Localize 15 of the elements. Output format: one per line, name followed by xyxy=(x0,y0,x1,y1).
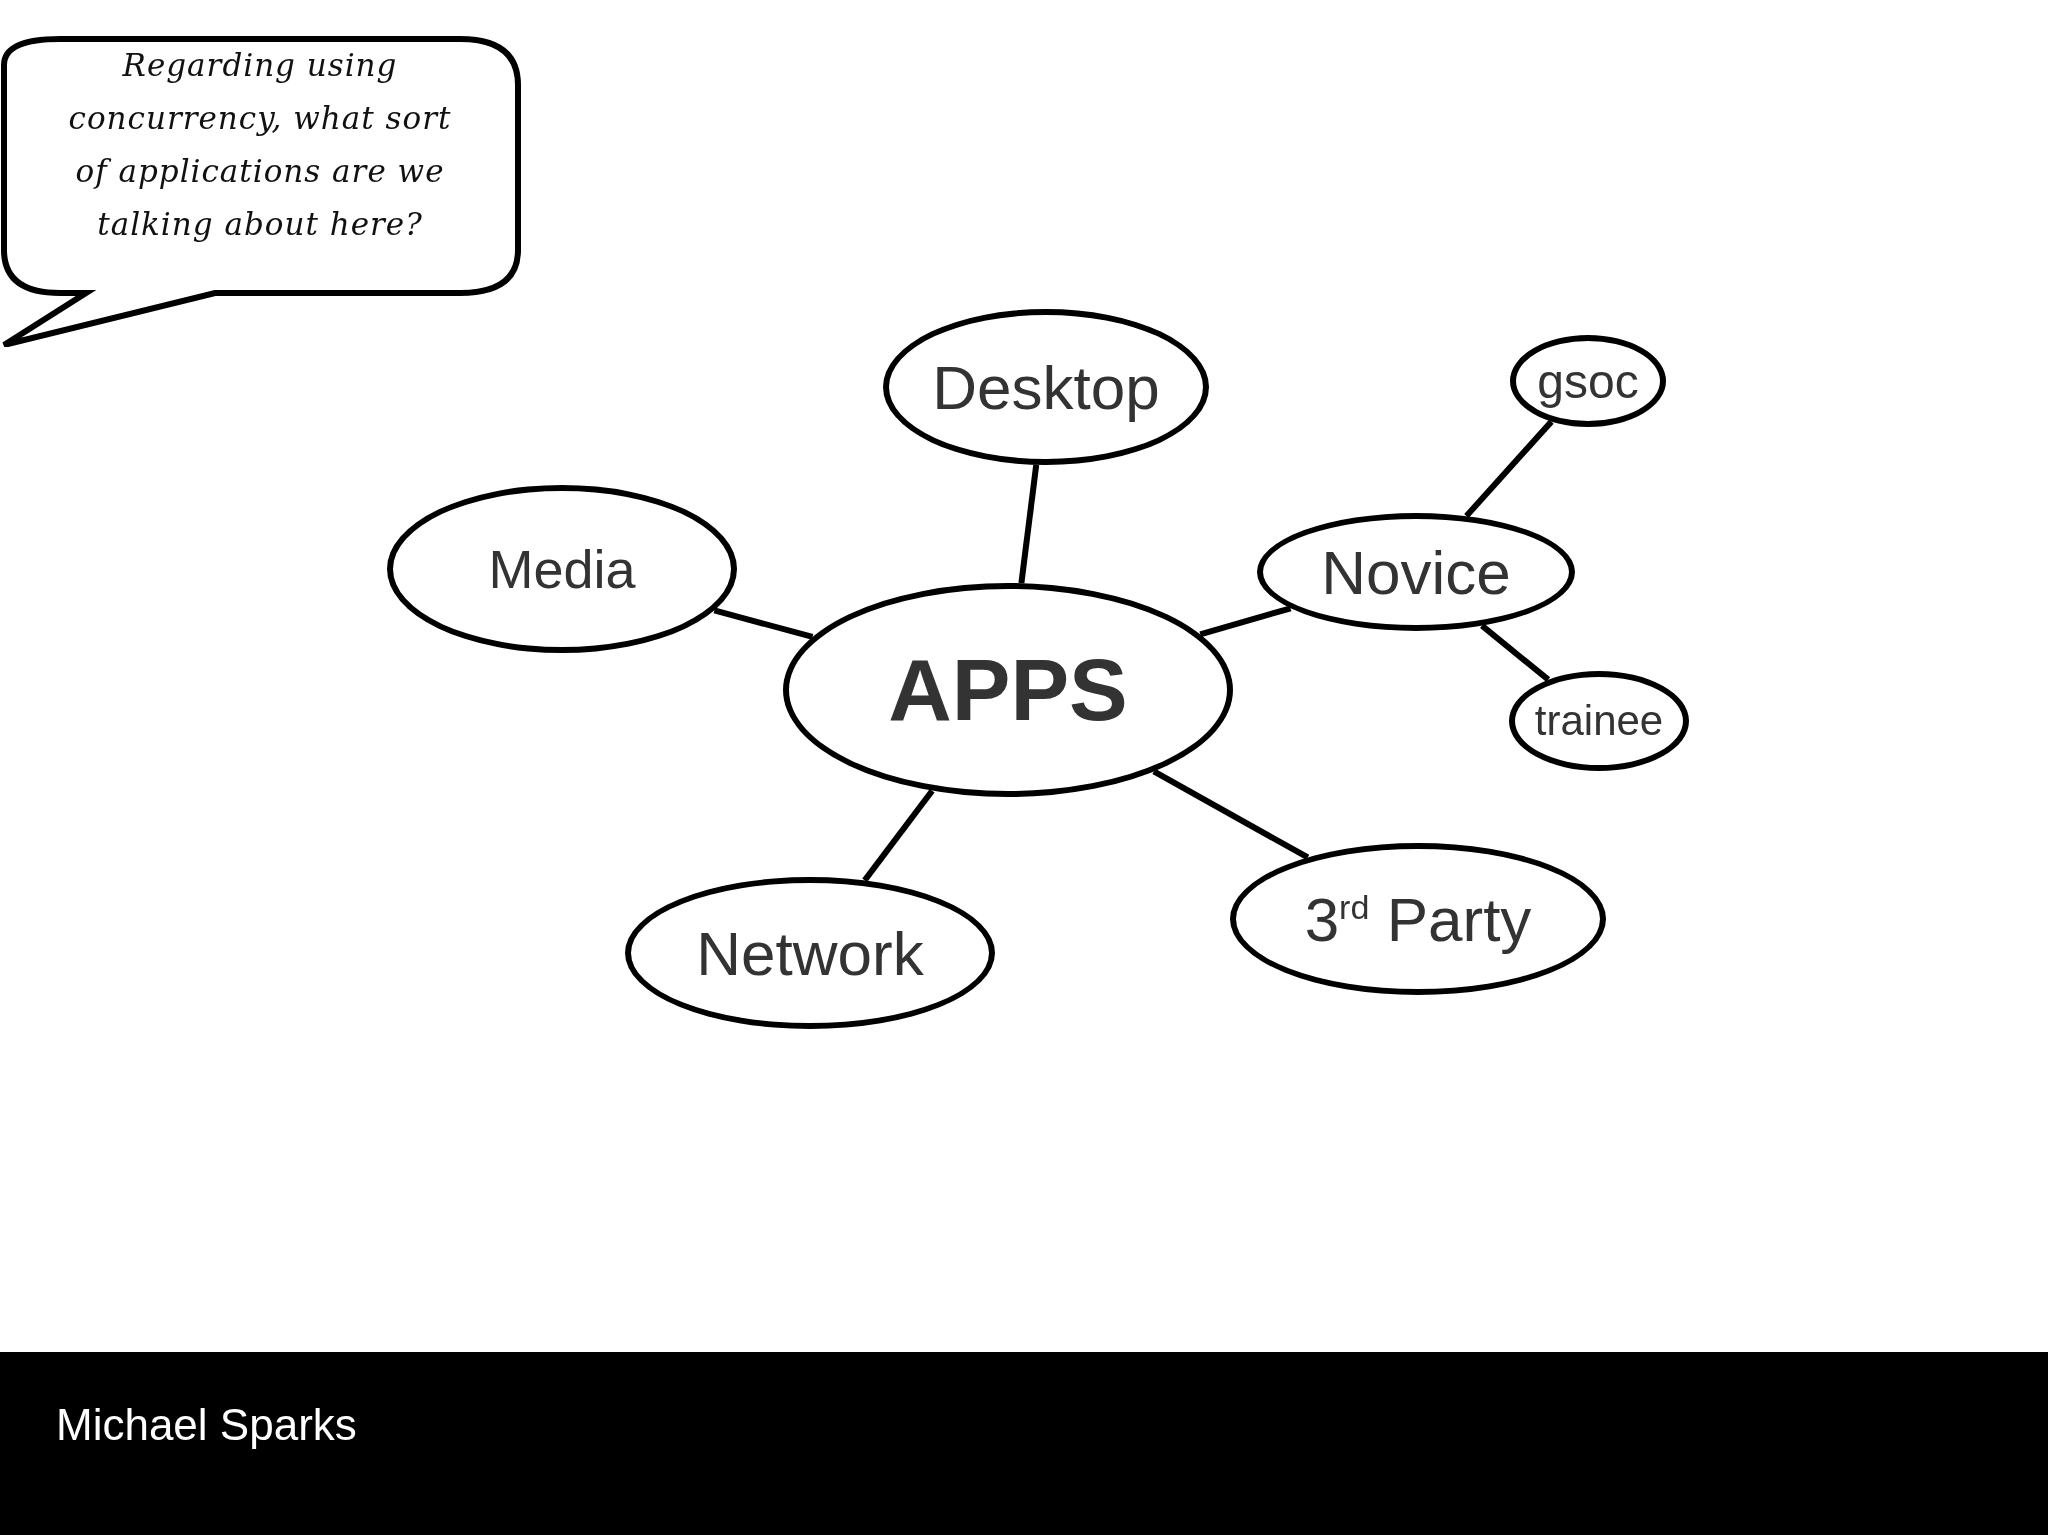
speech-bubble xyxy=(0,35,522,347)
topic-label: 3$^{rd}$ Party xyxy=(1304,883,1532,955)
speech-text: Regarding using concurrency, what sort of applications are we talking about here? xyxy=(67,46,453,244)
author-name: Michael Sparks xyxy=(56,1400,357,1450)
connector-line xyxy=(1199,605,1292,638)
topic-label: trainee xyxy=(1534,697,1664,745)
topic-label: Network xyxy=(696,917,924,989)
connector-line xyxy=(1152,768,1310,861)
topic-label: Desktop xyxy=(932,351,1160,423)
topic-label: APPS xyxy=(888,639,1128,741)
topic-label: Novice xyxy=(1321,536,1511,608)
topic-label: Media xyxy=(488,538,636,600)
connector-line xyxy=(713,607,814,640)
connector-line xyxy=(1018,464,1040,584)
topic-label: gsoc xyxy=(1537,353,1639,409)
